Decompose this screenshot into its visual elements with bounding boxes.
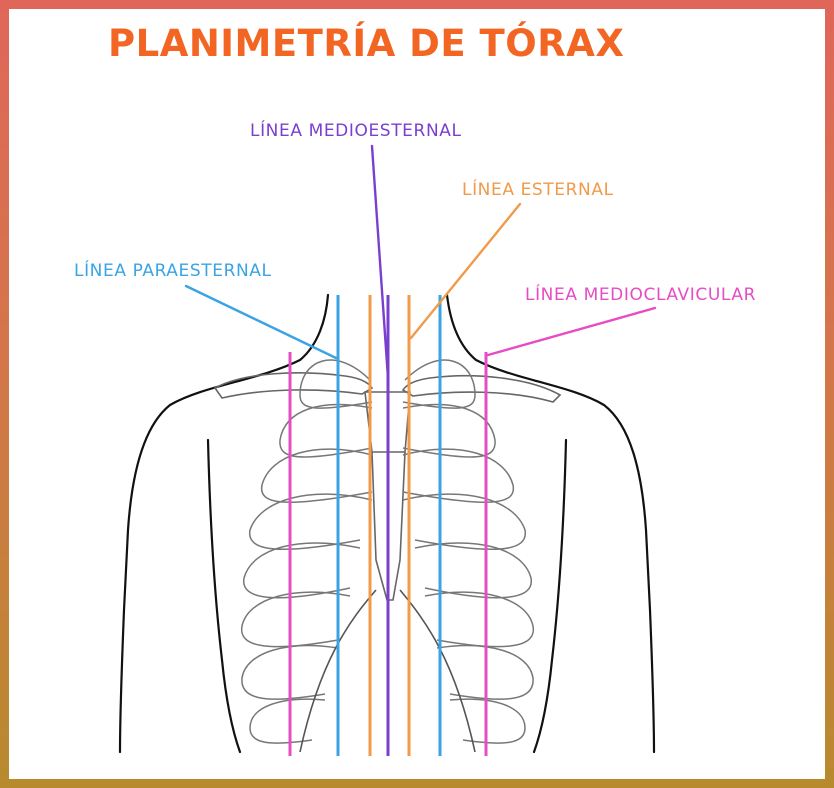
label-linea-esternal: LÍNEA ESTERNAL <box>462 180 614 200</box>
label-linea-paraesternal: LÍNEA PARAESTERNAL <box>74 261 272 281</box>
ribs-left <box>241 359 373 744</box>
page-title: PLANIMETRÍA DE TÓRAX <box>108 22 625 65</box>
leader-medioclavicular <box>486 306 657 357</box>
leader-paraesternal <box>184 284 338 360</box>
label-linea-medioclavicular: LÍNEA MEDIOCLAVICULAR <box>525 285 757 305</box>
torso-outline <box>118 293 656 754</box>
leader-lines <box>184 144 657 380</box>
leader-esternal <box>409 202 522 340</box>
leader-medioesternal <box>370 144 390 380</box>
ribs-right <box>402 359 534 744</box>
label-linea-medioesternal: LÍNEA MEDIOESTERNAL <box>250 121 462 141</box>
reference-lines <box>288 295 488 756</box>
